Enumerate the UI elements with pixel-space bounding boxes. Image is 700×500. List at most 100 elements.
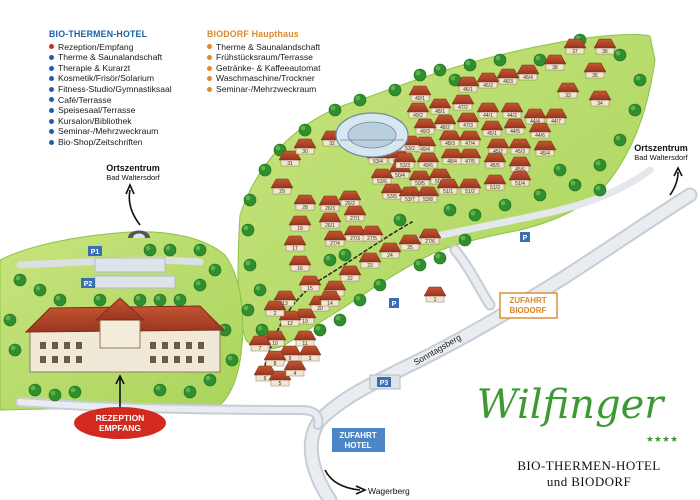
svg-text:Wilfinger: Wilfinger [477, 382, 667, 428]
building-number: 48/1 [435, 109, 445, 115]
tree-highlight [390, 85, 396, 91]
bullet-icon [49, 129, 54, 135]
building: 49/2 [406, 102, 430, 119]
svg-text:ZUFAHRT: ZUFAHRT [339, 431, 376, 440]
ortszentrum-right-town: Bad Waltersdorf [634, 153, 688, 162]
building: 51/3 [483, 174, 507, 191]
tree-icon [183, 385, 197, 399]
building: 47/5 [458, 148, 482, 165]
svg-text:★★★★: ★★★★ [646, 435, 678, 445]
building-number: 27/6 [425, 239, 435, 245]
building: 47/4 [458, 130, 482, 147]
tree-highlight [243, 225, 249, 231]
building-number: 23 [367, 263, 373, 269]
tree-icon [328, 103, 342, 117]
building-number: 46/4 [523, 75, 533, 81]
building: 26/1 [318, 212, 342, 229]
building: 47/3 [456, 112, 480, 129]
bullet-icon [49, 107, 54, 113]
building-number: 20 [317, 306, 323, 312]
tree-highlight [260, 165, 266, 171]
legend-hotel-item-label: Fitness-Studio/Gymnastiksaal [58, 83, 172, 94]
svg-text:HOTEL: HOTEL [344, 441, 371, 450]
building: 46/3 [496, 68, 520, 85]
building: 45/5 [483, 152, 507, 169]
tree-highlight [185, 387, 191, 393]
building-number: 45/1 [487, 131, 497, 137]
tree-highlight [340, 250, 346, 256]
legend-dorf-item: Getränke- & Kaffeeautomat [207, 63, 320, 74]
parking-label-p3: P3 [380, 380, 389, 387]
building-number: 45/6 [515, 167, 525, 173]
legend-hotel-title: BIO-THERMEN-HOTEL [49, 29, 148, 39]
legend-hotel-item-label: Therme & Saunalandschaft [58, 52, 163, 63]
building-number: 26/1 [325, 223, 335, 229]
building: 48/1 [428, 98, 452, 115]
tree-highlight [135, 295, 141, 301]
tree-highlight [415, 260, 421, 266]
tree-icon [225, 353, 239, 367]
tree-icon [203, 373, 217, 387]
building: 53/7 [398, 186, 422, 203]
zufahrt-biodorf-tag: ZUFAHRT BIODORF [499, 292, 558, 319]
tree-icon [163, 243, 177, 257]
tree-highlight [245, 260, 251, 266]
tree-highlight [195, 245, 201, 251]
tree-icon [593, 183, 607, 197]
building-number: 46/2 [483, 83, 493, 89]
building-number: 14 [327, 301, 333, 307]
place-label-ortszentrum-left: Ortszentrum Bad Waltersdorf [78, 163, 188, 182]
legend-hotel-item: Therme & Saunalandschaft [49, 52, 172, 63]
building-number: 53/2 [405, 146, 415, 152]
building: 16 [288, 255, 312, 272]
building-number: 27/1 [350, 216, 360, 222]
legend-hotel-item: Café/Terrasse [49, 95, 172, 106]
tree-icon [298, 123, 312, 137]
svg-text:P: P [523, 235, 528, 242]
building: 37 [563, 38, 587, 55]
building-number: 47/3 [463, 123, 473, 129]
building: 24 [378, 242, 402, 259]
tree-highlight [245, 195, 251, 201]
building: 10 [263, 330, 287, 347]
bullet-icon [49, 54, 54, 60]
tree-icon [433, 251, 447, 265]
tree-highlight [465, 60, 471, 66]
building-number: 33 [565, 93, 571, 99]
tree-icon [173, 293, 187, 307]
tree-highlight [615, 50, 621, 56]
building: 13 [273, 290, 297, 307]
brand-subtitle: BIO-THERMEN-HOTEL und BIODORF [478, 458, 700, 490]
building-number: 53/6 [377, 179, 387, 185]
tree-highlight [50, 390, 56, 396]
tree-icon [493, 53, 507, 67]
tree-highlight [205, 375, 211, 381]
place-label-ortszentrum-right: Ortszentrum Bad Waltersdorf [622, 143, 700, 162]
tree-icon [68, 385, 82, 399]
tree-highlight [210, 265, 216, 271]
brand-line-2: und BIODORF [546, 474, 632, 489]
rezeption-tag: REZEPTION EMPFANG [74, 374, 166, 439]
tree-highlight [470, 210, 476, 216]
building: 27/3 [343, 225, 367, 242]
building-number: 11 [302, 341, 307, 347]
building: 2 [263, 300, 287, 317]
building: 35 [583, 62, 607, 79]
tree-highlight [595, 185, 601, 191]
building-number: 49/2 [413, 113, 423, 119]
tree-highlight [300, 125, 306, 131]
building-number: 50/5 [415, 181, 425, 187]
building-number: 53/5 [387, 194, 397, 200]
svg-text:EMPFANG: EMPFANG [99, 423, 141, 433]
building: 46/2 [476, 72, 500, 89]
building: 44/1 [476, 102, 500, 119]
tree-highlight [145, 245, 151, 251]
building-number: 53/4 [373, 159, 383, 165]
parking-label-p2: P2 [84, 281, 93, 288]
building-number: 6 [264, 376, 267, 382]
svg-text:BIODORF: BIODORF [510, 306, 547, 315]
